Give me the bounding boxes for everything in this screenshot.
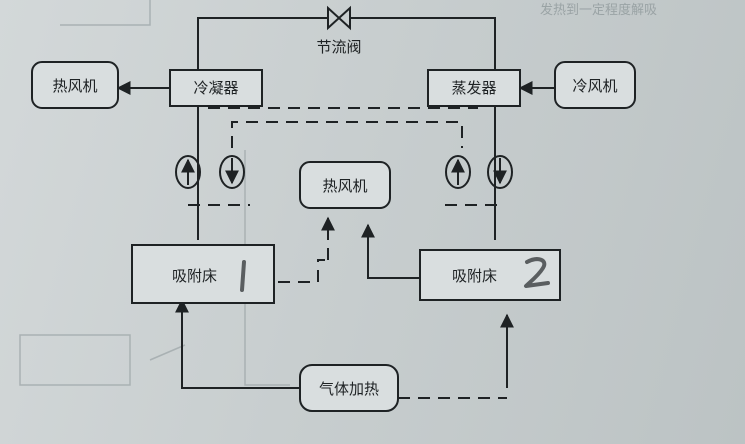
handwritten-number-2: [524, 257, 550, 288]
cold-fan-label: 冷风机: [572, 77, 617, 95]
check-valve-left-2: [219, 155, 245, 189]
condenser-box: [169, 69, 263, 107]
background-text-top-right: 发热到一定程度解吸: [540, 2, 657, 18]
hot-fan-left-label: 热风机: [52, 77, 97, 95]
hot-fan-center-box: [299, 161, 391, 209]
adsorption-bed-1-label: 吸附床: [172, 267, 217, 285]
condenser-label: 冷凝器: [193, 79, 238, 97]
check-valve-right-2: [487, 155, 513, 189]
cold-fan-box: [554, 61, 636, 109]
evaporator-box: [427, 69, 521, 107]
throttle-valve-icon: [327, 5, 351, 31]
dashed-flow-lines: [188, 107, 507, 399]
adsorption-bed-2-label: 吸附床: [452, 267, 497, 285]
background-page-residue: 发热到一定程度解吸: [19, 0, 657, 386]
check-valve-right-1: [445, 155, 471, 189]
hot-fan-left-box: [31, 61, 119, 109]
solid-flow-lines: [116, 17, 555, 389]
gas-heating-box: [299, 364, 399, 412]
check-valve-left-1: [175, 155, 201, 189]
throttle-valve-label: 节流阀: [316, 38, 361, 56]
adsorption-bed-1-box: [131, 244, 275, 304]
evaporator-label: 蒸发器: [451, 79, 496, 97]
handwritten-number-1: [240, 260, 246, 292]
hot-fan-center-label: 热风机: [322, 177, 367, 195]
gas-heating-label: 气体加热: [319, 380, 379, 398]
